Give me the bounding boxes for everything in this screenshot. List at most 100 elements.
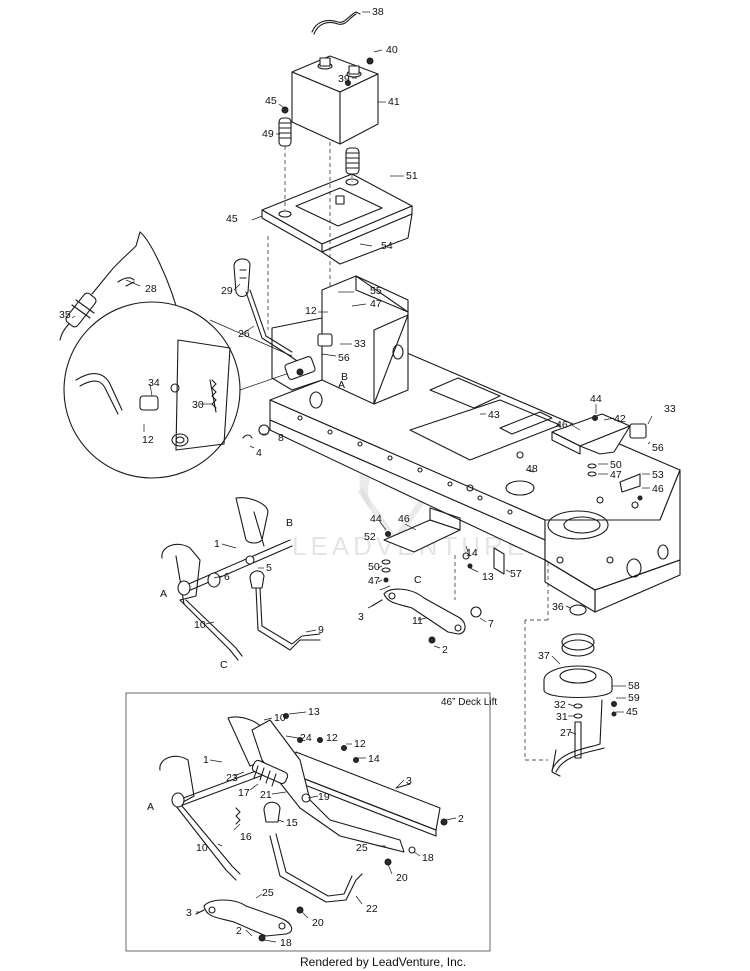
callout: 24 bbox=[300, 732, 312, 744]
callout: 14 bbox=[368, 753, 380, 765]
lift-handle bbox=[233, 258, 311, 371]
callout: 59 bbox=[628, 692, 640, 704]
callout: 27 bbox=[560, 727, 572, 739]
callout: 11 bbox=[412, 615, 423, 627]
callout: 29 bbox=[221, 285, 233, 297]
callout: 40 bbox=[386, 44, 398, 56]
callout: 56 bbox=[652, 442, 664, 454]
battery-cable bbox=[311, 11, 361, 35]
callout: 20 bbox=[312, 917, 324, 929]
callout: 57 bbox=[510, 568, 522, 580]
ref-letter: B bbox=[286, 517, 293, 529]
callout: 5 bbox=[266, 562, 272, 574]
callout: 10 bbox=[196, 842, 208, 854]
ref-letter: C bbox=[414, 574, 422, 586]
callout: 7 bbox=[488, 618, 494, 630]
callout: 33 bbox=[664, 403, 676, 415]
deck-lift-inset-frame bbox=[125, 692, 491, 952]
battery-spring-left bbox=[278, 106, 292, 147]
callout: 58 bbox=[628, 680, 640, 692]
callout: 26 bbox=[238, 328, 250, 340]
callout: 10 bbox=[274, 712, 286, 724]
callout: 3 bbox=[406, 775, 412, 787]
callout: 42 bbox=[614, 413, 626, 425]
callout: 49 bbox=[262, 128, 274, 140]
callout: 56 bbox=[338, 352, 350, 364]
callout: 18 bbox=[422, 852, 434, 864]
callout: 12 bbox=[354, 738, 366, 750]
callout: 46 bbox=[652, 483, 664, 495]
callout: 8 bbox=[278, 432, 284, 444]
callout: 45 bbox=[226, 213, 238, 225]
callout: 41 bbox=[388, 96, 400, 108]
ref-letter: C bbox=[220, 659, 228, 671]
callout: 16 bbox=[240, 831, 252, 843]
center-bracket bbox=[381, 507, 461, 583]
callout: 1 bbox=[214, 538, 220, 550]
callout: 25 bbox=[262, 887, 274, 899]
battery-spring-right bbox=[345, 147, 360, 175]
callout: 3 bbox=[186, 907, 192, 919]
pedal-linkage bbox=[242, 333, 333, 439]
callout: 44 bbox=[590, 393, 602, 405]
detail-magnifier bbox=[63, 301, 293, 479]
callout: 17 bbox=[238, 787, 250, 799]
callout: 2 bbox=[442, 644, 448, 656]
callout: 50 bbox=[368, 561, 380, 573]
callout: 47 bbox=[368, 575, 380, 587]
link-arm bbox=[371, 547, 505, 644]
pulley-assembly bbox=[543, 604, 617, 777]
callout: 47 bbox=[610, 469, 622, 481]
callout: 14 bbox=[466, 547, 478, 559]
callout: 50 bbox=[610, 459, 622, 471]
callout: 32 bbox=[554, 699, 566, 711]
callout: 6 bbox=[224, 571, 230, 583]
callout: 20 bbox=[396, 872, 408, 884]
callout: 13 bbox=[308, 706, 320, 718]
callout: 51 bbox=[406, 170, 418, 182]
callout: 23 bbox=[226, 772, 238, 784]
callout: 12 bbox=[326, 732, 338, 744]
callout: 55 bbox=[370, 285, 382, 297]
ref-letter: A bbox=[147, 801, 154, 813]
callout: 37 bbox=[538, 650, 550, 662]
callout: 39 bbox=[338, 73, 350, 85]
main-callouts: 38 40 39 41 45 49 51 45 54 28 29 55 47 1… bbox=[59, 6, 676, 739]
inset-callouts: 13 10 24 12 12 14 1 23 17 21 19 3 2 15 1… bbox=[186, 706, 464, 949]
cable-spring bbox=[59, 231, 185, 341]
callout: 46 bbox=[398, 513, 410, 525]
callout: 35 bbox=[59, 309, 71, 321]
callout: 45 bbox=[265, 95, 277, 107]
reference-letters: A B B A C C A bbox=[147, 371, 422, 813]
callout: 18 bbox=[280, 937, 292, 949]
callout: 43 bbox=[488, 409, 500, 421]
inset-deck-lift bbox=[159, 713, 448, 942]
callout: 22 bbox=[366, 903, 378, 915]
callout: 47 bbox=[370, 298, 382, 310]
callout: 53 bbox=[652, 469, 664, 481]
callout: 25 bbox=[356, 842, 368, 854]
callout: 38 bbox=[372, 6, 384, 18]
callout: 31 bbox=[556, 711, 568, 723]
battery bbox=[291, 55, 379, 145]
callout: 30 bbox=[192, 399, 204, 411]
callout: 52 bbox=[364, 531, 376, 543]
callout: 9 bbox=[318, 624, 324, 636]
callout: 46 bbox=[556, 419, 568, 431]
callout: 48 bbox=[526, 463, 538, 475]
callout: 45 bbox=[626, 706, 638, 718]
callout: 2 bbox=[458, 813, 464, 825]
ref-letter: A bbox=[160, 588, 167, 600]
ref-letter: B bbox=[341, 371, 348, 383]
right-bracket bbox=[551, 413, 647, 501]
leader-lines bbox=[71, 11, 653, 943]
callout: 1 bbox=[203, 754, 209, 766]
callout: 12 bbox=[142, 434, 154, 446]
callout: 3 bbox=[358, 611, 364, 623]
callout: 34 bbox=[148, 377, 160, 389]
callout: 28 bbox=[145, 283, 157, 295]
callout: 36 bbox=[552, 601, 564, 613]
ref-letter: A bbox=[338, 379, 345, 391]
callout: 33 bbox=[354, 338, 366, 350]
